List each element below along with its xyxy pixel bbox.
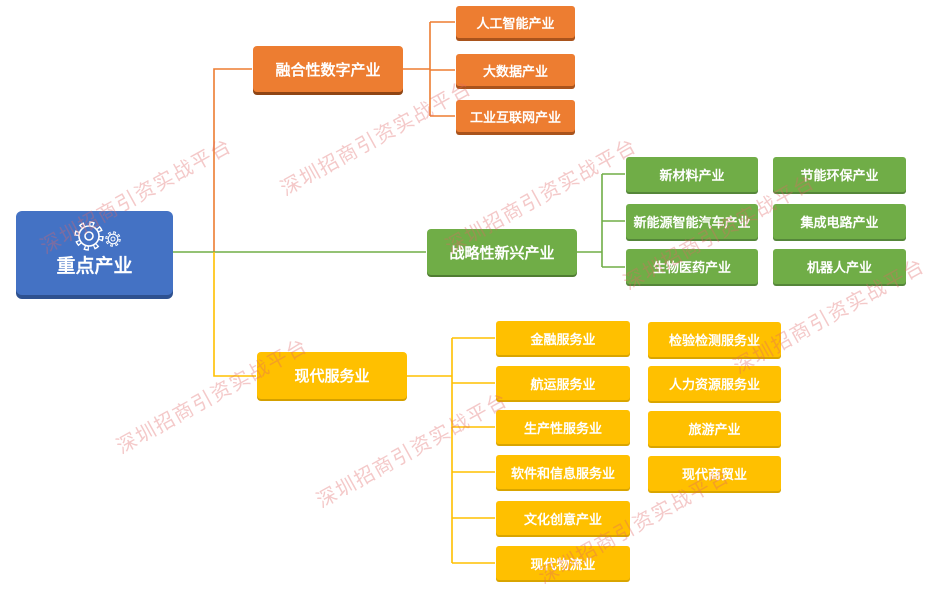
leaf-shipping-services: 航运服务业	[496, 366, 630, 400]
connector-digital-trunk	[403, 22, 431, 116]
leaf-human-resources-services: 人力资源服务业	[648, 366, 781, 401]
connector-emerging-trunk	[577, 174, 603, 267]
leaf-energy-saving-environmental-industry: 节能环保产业	[773, 157, 906, 192]
gear-icon	[74, 221, 121, 251]
leaf-new-materials-industry: 新材料产业	[626, 157, 758, 192]
leaf-cultural-creative-industry: 文化创意产业	[496, 501, 630, 535]
root-label: 重点产业	[56, 255, 133, 277]
leaf-ai-industry: 人工智能产业	[456, 6, 575, 38]
leaf-big-data-industry: 大数据产业	[456, 54, 575, 86]
leaf-integrated-circuit-industry: 集成电路产业	[773, 204, 906, 239]
branch-digital-industry: 融合性数字产业	[253, 46, 403, 92]
small-gear-icon	[105, 231, 121, 247]
branch-emerging-industry: 战略性新兴产业	[427, 229, 577, 275]
leaf-inspection-testing-services: 检验检测服务业	[648, 322, 781, 357]
leaf-producer-services: 生产性服务业	[496, 410, 630, 444]
leaf-tourism-industry: 旅游产业	[648, 411, 781, 446]
leaf-biomedicine-industry: 生物医药产业	[626, 249, 758, 284]
root-node: 重点产业	[16, 211, 173, 295]
connector-root-to-digital	[213, 68, 252, 252]
leaf-industrial-internet-industry: 工业互联网产业	[456, 100, 575, 132]
connector-services-trunk	[407, 338, 453, 563]
connector-root-to-services	[213, 252, 256, 377]
leaf-software-information-services: 软件和信息服务业	[496, 455, 630, 489]
leaf-new-energy-smart-vehicle-industry: 新能源智能汽车产业	[626, 204, 758, 239]
branch-modern-services: 现代服务业	[257, 352, 407, 399]
leaf-modern-commerce: 现代商贸业	[648, 456, 781, 491]
leaf-financial-services: 金融服务业	[496, 321, 630, 355]
leaf-modern-logistics: 现代物流业	[496, 546, 630, 580]
leaf-robotics-industry: 机器人产业	[773, 249, 906, 284]
